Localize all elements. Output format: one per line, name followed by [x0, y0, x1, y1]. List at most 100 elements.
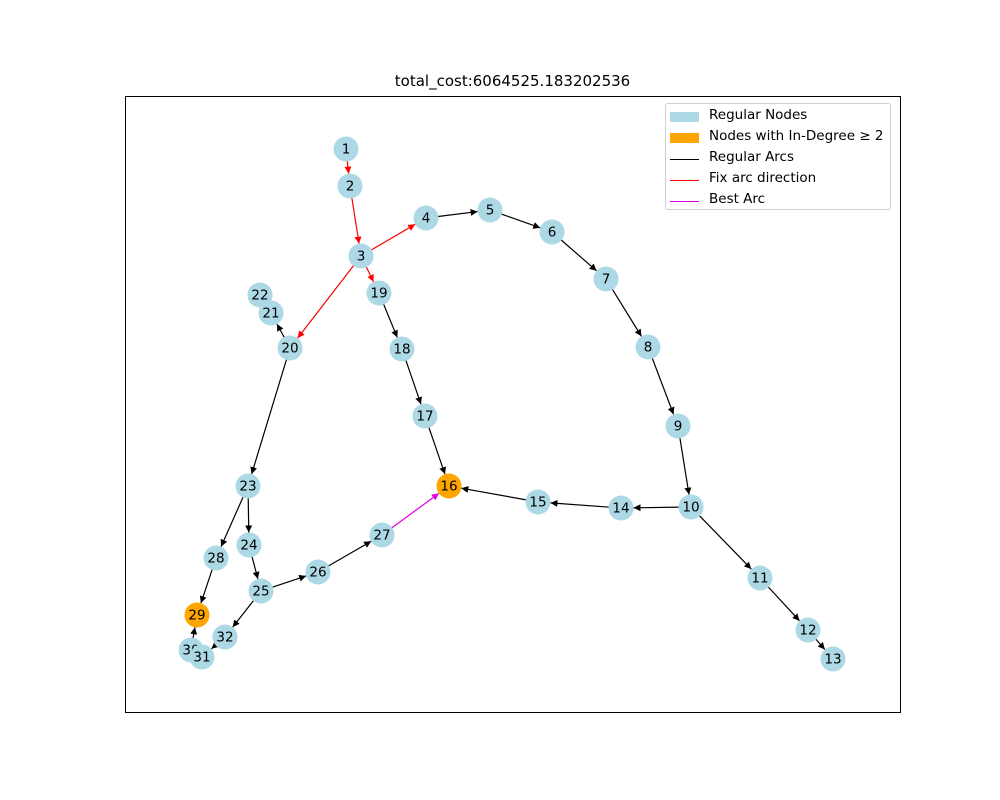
node-circle: [305, 559, 331, 585]
node-circle: [277, 335, 303, 361]
high-indegree-node-swatch: [670, 133, 699, 143]
arc-3-20: [297, 264, 355, 339]
node-circle: [203, 545, 229, 571]
node-27: 27: [369, 522, 395, 548]
node-17: 17: [412, 403, 438, 429]
figure-title: total_cost:6064525.183202536: [394, 72, 631, 90]
arc-28-29: [199, 568, 214, 604]
arc-11-12: [767, 585, 800, 622]
node-label: 13: [824, 652, 841, 668]
node-20: 20: [277, 335, 303, 361]
best-arc-line-sample: [670, 201, 699, 202]
node-1: 1: [333, 136, 359, 162]
legend-item-regular-arcs: Regular Arcs: [666, 148, 890, 169]
plot-frame: [125, 96, 901, 713]
node-10: 10: [678, 494, 704, 520]
node-26: 26: [305, 559, 331, 585]
node-9: 9: [665, 413, 691, 439]
node-32: 32: [212, 624, 238, 650]
node-label: 18: [393, 342, 410, 358]
node-label: 17: [416, 409, 433, 425]
legend-label: Regular Nodes: [709, 107, 808, 123]
node-label: 27: [373, 528, 390, 544]
arc-4-5: [437, 208, 478, 218]
legend-item-high-indegree-nodes: Nodes with In-Degree ≥ 2: [666, 127, 890, 148]
arc-25-32: [232, 599, 255, 628]
legend-item-fix-arc-direction: Fix arc direction: [666, 169, 890, 190]
arc-30-29: [190, 627, 198, 640]
arc-27-16: [390, 492, 440, 529]
node-11: 11: [747, 565, 773, 591]
legend: Regular Nodes Nodes with In-Degree ≥ 2 R…: [665, 103, 891, 210]
node-label: 16: [440, 479, 457, 495]
node-circle: [436, 473, 462, 499]
node-circle: [795, 617, 821, 643]
node-22: 22: [247, 282, 273, 308]
node-15: 15: [525, 489, 551, 515]
node-circle: [235, 473, 261, 499]
node-circle: [608, 495, 634, 521]
node-circle: [333, 136, 359, 162]
node-label: 14: [612, 501, 629, 517]
node-circle: [369, 522, 395, 548]
node-label: 9: [674, 419, 683, 435]
node-label: 25: [252, 584, 269, 600]
node-18: 18: [389, 336, 415, 362]
legend-label: Nodes with In-Degree ≥ 2: [709, 128, 884, 144]
node-7: 7: [593, 266, 619, 292]
arc-3-19: [365, 265, 375, 283]
node-label: 21: [262, 306, 279, 322]
node-label: 11: [751, 571, 768, 587]
arc-10-11: [698, 514, 752, 570]
node-label: 7: [602, 272, 611, 288]
node-label: 1: [342, 142, 351, 158]
node-circle: [348, 243, 374, 269]
node-label: 15: [529, 495, 546, 511]
node-29: 29: [184, 602, 210, 628]
arc-17-16: [428, 426, 446, 475]
node-circle: [337, 173, 363, 199]
node-circle: [477, 197, 503, 223]
node-label: 20: [281, 341, 298, 357]
node-3: 3: [348, 243, 374, 269]
node-label: 24: [240, 538, 257, 554]
node-label: 28: [207, 551, 224, 567]
regular-node-swatch: [670, 112, 699, 122]
regular-arc-line-sample: [670, 159, 699, 160]
arc-7-8: [611, 288, 642, 337]
node-circle: [665, 413, 691, 439]
arc-2-3: [351, 197, 362, 244]
arc-6-7: [560, 238, 597, 272]
arc-25-26: [271, 574, 307, 589]
node-circle: [389, 336, 415, 362]
node-circle: [747, 565, 773, 591]
arcs-layer: [190, 160, 826, 658]
node-circle: [247, 282, 273, 308]
node-label: 4: [422, 211, 431, 227]
node-28: 28: [203, 545, 229, 571]
node-circle: [412, 403, 438, 429]
arc-8-9: [651, 357, 675, 415]
node-6: 6: [539, 219, 565, 245]
node-circle: [820, 646, 846, 672]
arc-12-13: [814, 638, 826, 650]
node-label: 29: [188, 608, 205, 624]
node-circle: [635, 334, 661, 360]
arc-18-17: [405, 359, 422, 405]
node-label: 12: [799, 623, 816, 639]
arc-14-15: [550, 499, 610, 508]
node-circle: [248, 578, 274, 604]
node-label: 22: [251, 288, 268, 304]
node-circle: [184, 602, 210, 628]
legend-item-regular-nodes: Regular Nodes: [666, 106, 890, 127]
node-circle: [236, 532, 262, 558]
node-circle: [678, 494, 704, 520]
node-circle: [212, 624, 238, 650]
node-circle: [189, 644, 215, 670]
node-label: 32: [216, 630, 233, 646]
arc-23-28: [220, 496, 244, 547]
node-19: 19: [366, 280, 392, 306]
arc-23-24: [245, 497, 253, 533]
node-23: 23: [235, 473, 261, 499]
